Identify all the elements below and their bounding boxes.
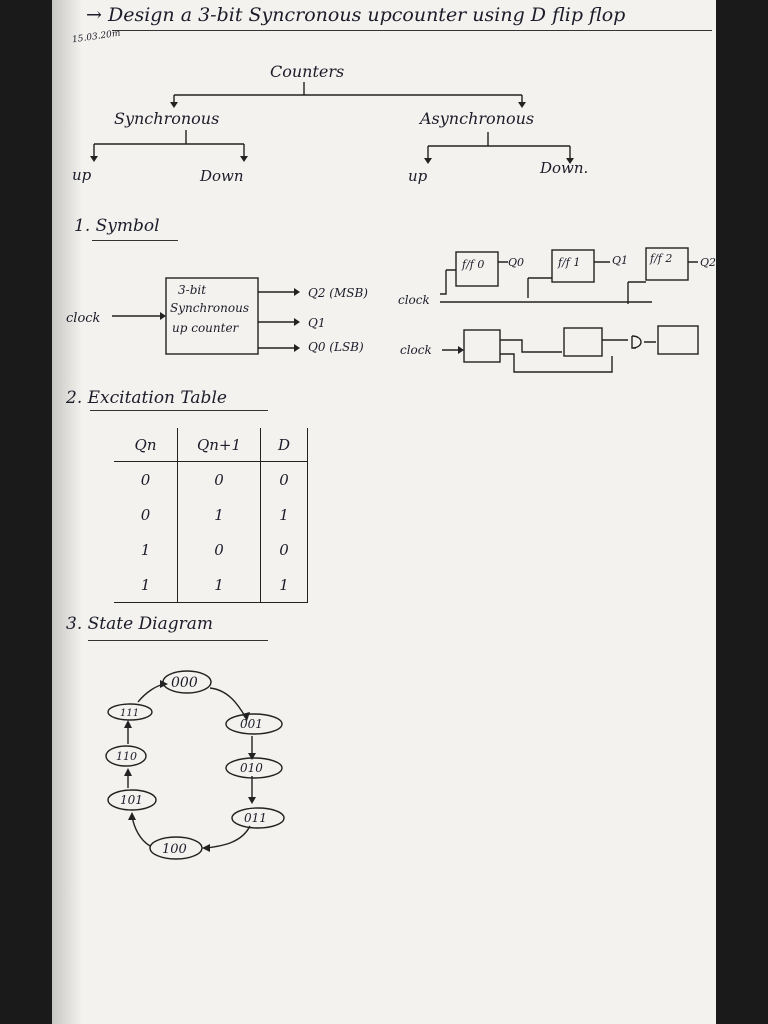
- output-q0: Q0 (LSB): [308, 340, 364, 354]
- tree-synchronous: Synchronous: [114, 109, 219, 128]
- state-001: 001: [240, 717, 263, 731]
- counters-tree: Counters Synchronous Asynchronous up Dow…: [72, 62, 588, 185]
- tree-asynchronous: Asynchronous: [418, 109, 534, 128]
- output-q1: Q1: [308, 316, 325, 330]
- col-qn1: Qn+1: [177, 428, 261, 462]
- counter-block-line-1: 3-bit: [178, 283, 206, 297]
- state-010: 010: [240, 761, 263, 775]
- tree-root: Counters: [270, 62, 344, 81]
- table-row: 1 1 1: [114, 567, 308, 603]
- table-row: 1 0 0: [114, 532, 308, 567]
- symbol-heading: 1. Symbol: [74, 216, 160, 236]
- ff2-label: f/f 2: [649, 252, 672, 265]
- cell: 0: [114, 461, 178, 497]
- cell: 1: [114, 532, 178, 567]
- ff1-block: [551, 249, 595, 283]
- state-110: 110: [116, 750, 137, 763]
- cell: 1: [114, 567, 178, 603]
- excitation-heading: 2. Excitation Table: [66, 388, 227, 408]
- symbol-clock-label: clock: [66, 311, 101, 326]
- ff1-label: f/f 1: [557, 256, 580, 269]
- cell: 1: [177, 567, 261, 603]
- cell: 0: [177, 532, 261, 567]
- ff1-output: Q1: [612, 254, 628, 267]
- col-d: D: [260, 428, 308, 462]
- symbol-heading-underline: [92, 240, 178, 241]
- symbol-diagram: clock 3-bit Synchronous up counter Q2 (M…: [66, 247, 716, 373]
- state-111: 111: [120, 708, 139, 719]
- ff2-output: Q2: [700, 256, 716, 269]
- cell: 0: [177, 461, 261, 497]
- excitation-heading-underline: [90, 410, 268, 411]
- state-diagram: 000 001 010 011 100 101 110 111: [105, 670, 285, 860]
- counter-block-line-3: up counter: [172, 321, 240, 335]
- cell: 1: [260, 497, 308, 532]
- output-q2: Q2 (MSB): [308, 286, 368, 300]
- table-row: 0 1 1: [114, 497, 308, 532]
- cell: 0: [260, 461, 308, 497]
- cell: 1: [260, 567, 308, 603]
- state-100: 100: [162, 842, 187, 857]
- title-underline: [112, 30, 712, 31]
- col-qn: Qn: [114, 428, 178, 462]
- page-binding-shadow: [52, 0, 82, 1024]
- tree-leaf-up-2: up: [408, 167, 428, 185]
- tree-leaf-down-1: Down: [199, 167, 244, 185]
- cell: 1: [177, 497, 261, 532]
- table-row: 0 0 0: [114, 461, 308, 497]
- ff-clock-label: clock: [398, 293, 430, 307]
- counter-block: [165, 277, 259, 355]
- cell: 0: [114, 497, 178, 532]
- excitation-table: Qn Qn+1 D 0 0 0 0 1 1 1 0 0 1 1 1: [114, 428, 308, 603]
- page-title: → Design a 3-bit Syncronous upcounter us…: [86, 4, 626, 26]
- tree-leaf-down-2: Down.: [539, 159, 588, 177]
- notebook-page: → Design a 3-bit Syncronous upcounter us…: [52, 0, 716, 1024]
- counter-block-line-2: Synchronous: [170, 301, 249, 315]
- tree-leaf-up-1: up: [72, 166, 92, 184]
- state-000: 000: [171, 675, 198, 691]
- excitation-header-row: Qn Qn+1 D: [114, 428, 308, 462]
- state-101: 101: [120, 793, 143, 807]
- ff0-label: f/f 0: [461, 258, 484, 271]
- ff0-block: [455, 251, 499, 287]
- state-heading: 3. State Diagram: [66, 614, 213, 634]
- ff2-block: [645, 247, 689, 281]
- state-heading-underline: [88, 640, 268, 641]
- cell: 0: [260, 532, 308, 567]
- state-011: 011: [244, 811, 267, 825]
- page-title-text: Design a 3-bit Syncronous upcounter usin…: [107, 4, 626, 26]
- ff-clock-label-2: clock: [400, 343, 432, 357]
- ff0-output: Q0: [508, 256, 524, 269]
